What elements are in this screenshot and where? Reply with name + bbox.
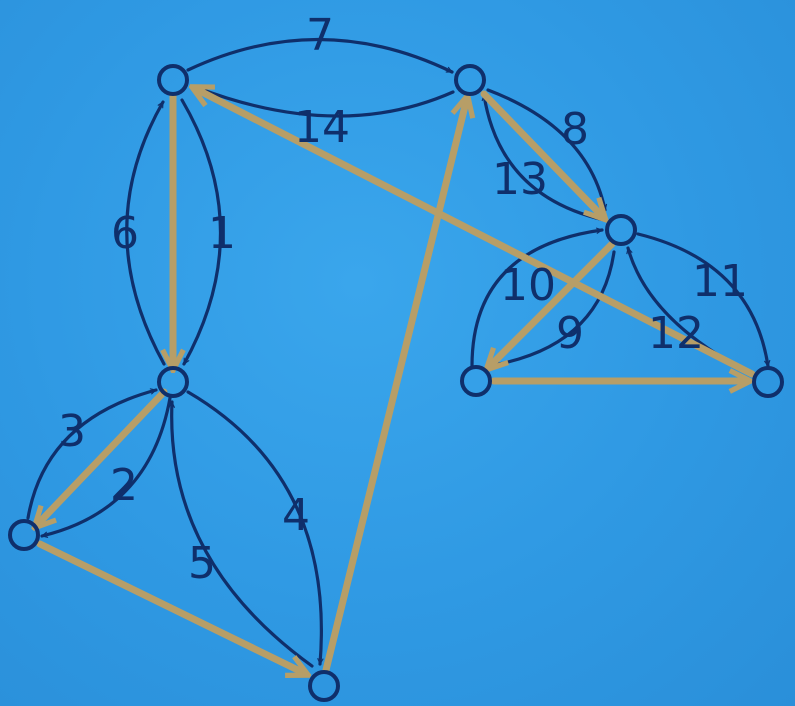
- edge-2-arc: [40, 396, 172, 536]
- node-group: [8, 64, 784, 702]
- path-segment-h-a: [194, 88, 756, 378]
- edge-14-arc: [196, 86, 455, 118]
- edge-7-arc: [186, 37, 454, 74]
- edge-9-arc: [486, 250, 616, 366]
- path-segment-f-g: [488, 240, 616, 368]
- path-segment-e-b: [322, 98, 467, 674]
- edge-4-arc: [186, 390, 321, 666]
- edge-label-8: 8: [561, 104, 589, 155]
- edge-label-13: 13: [492, 154, 548, 205]
- edge-13-arc: [484, 93, 606, 222]
- path-segment-c-d: [36, 388, 168, 526]
- edge-11-arc: [636, 232, 768, 368]
- node-h: [752, 366, 784, 398]
- edge-labels: 7 14 8 13 6 1 11 10 9 12 3 2 4 5: [58, 10, 748, 589]
- path-segment-d-e: [36, 540, 306, 674]
- edge-3-arc: [26, 390, 158, 520]
- node-b: [454, 64, 486, 96]
- edge-label-4: 4: [282, 490, 310, 541]
- highlighted-path: [36, 88, 756, 674]
- edge-label-12: 12: [648, 308, 704, 359]
- edge-label-6: 6: [111, 208, 139, 259]
- path-segment-b-f: [480, 90, 604, 218]
- edge-5-arc: [172, 400, 314, 668]
- node-e: [308, 670, 340, 702]
- node-c: [157, 366, 189, 398]
- edge-label-1: 1: [208, 208, 236, 259]
- edge-8-arc: [486, 88, 605, 212]
- node-a: [157, 64, 189, 96]
- edge-label-10: 10: [500, 260, 556, 311]
- edge-label-5: 5: [188, 538, 216, 589]
- edge-label-11: 11: [692, 256, 748, 307]
- edge-10-arc: [470, 230, 604, 368]
- edge-label-7: 7: [306, 10, 334, 61]
- node-d: [8, 519, 40, 551]
- edge-label-2: 2: [110, 460, 138, 511]
- edge-1-arc: [180, 98, 223, 366]
- edge-label-3: 3: [58, 406, 86, 457]
- edge-label-14: 14: [294, 102, 350, 153]
- edge-label-9: 9: [556, 308, 584, 359]
- node-f: [605, 214, 637, 246]
- edge-6-arc: [125, 100, 166, 366]
- node-g: [460, 365, 492, 397]
